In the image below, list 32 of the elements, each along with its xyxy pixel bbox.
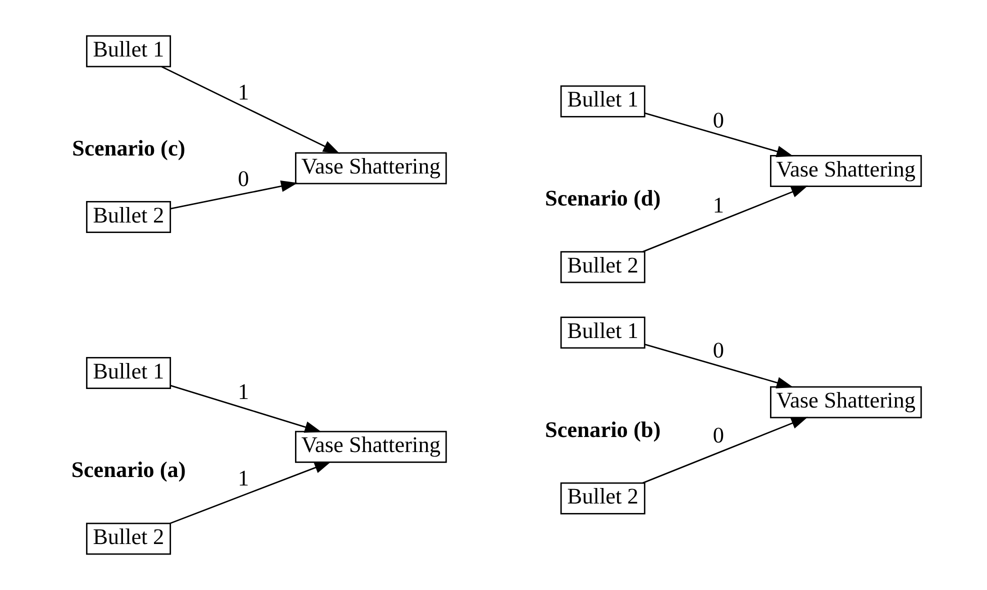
node-box: Vase Shattering [770, 386, 922, 418]
edge-label: 0 [712, 337, 724, 362]
edge-label: 1 [712, 192, 724, 218]
arrow [644, 112, 794, 158]
edge-label: 1 [238, 80, 250, 105]
arrow [170, 180, 298, 210]
edge-label: 1 [238, 466, 250, 491]
node-box: Vase Shattering [770, 155, 922, 188]
node-box: Bullet 1 [560, 316, 646, 349]
node-box: Bullet 1 [86, 35, 172, 68]
arrow [644, 344, 794, 388]
node-box: Bullet 1 [560, 85, 646, 118]
node-box: Bullet 2 [560, 251, 646, 284]
arrow [642, 416, 808, 484]
edge-label: 0 [712, 422, 724, 448]
edge-label: 0 [238, 166, 250, 192]
label: Scenario (b) [545, 416, 661, 442]
arrow [170, 384, 322, 433]
arrow [161, 66, 340, 154]
label: Scenario (a) [71, 457, 186, 482]
label: Scenario (c) [72, 135, 186, 160]
node-box: Bullet 2 [86, 522, 172, 555]
edge-label: 1 [238, 379, 250, 404]
node-box: Vase Shattering [295, 430, 447, 463]
node-box: Bullet 2 [560, 482, 646, 514]
node-box: Bullet 1 [86, 356, 172, 390]
arrow [642, 186, 808, 252]
arrow [170, 462, 332, 524]
node-box: Vase Shattering [295, 152, 447, 184]
label: Scenario (d) [545, 186, 661, 211]
edge-label: 0 [712, 108, 724, 133]
node-box: Bullet 2 [86, 200, 172, 234]
